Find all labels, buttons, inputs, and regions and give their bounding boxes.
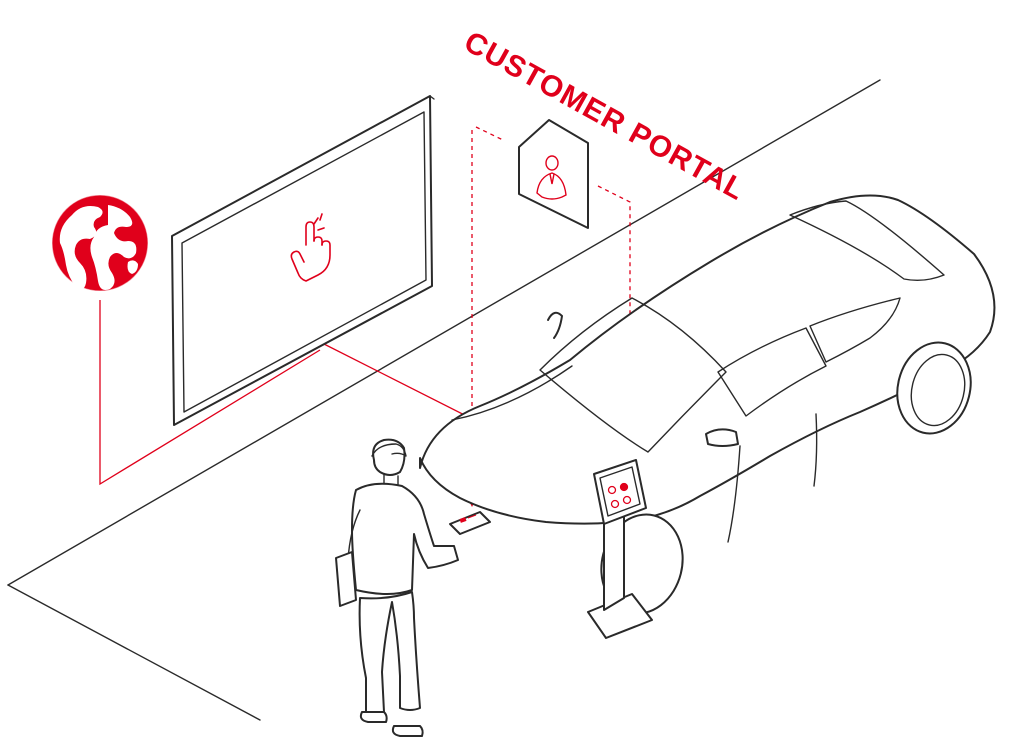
smartphone-icon — [449, 511, 491, 535]
user-icon — [536, 155, 567, 200]
touch-hand-icon — [290, 213, 331, 282]
person — [335, 438, 491, 737]
portal-badge — [518, 119, 589, 229]
kiosk-terminal-icon — [587, 459, 653, 639]
wall-display-screen — [171, 95, 435, 426]
globe-icon — [51, 194, 149, 292]
globe-connector — [99, 300, 321, 486]
portal-kiosk-connector — [597, 185, 631, 455]
portal-phone-connector — [475, 126, 504, 141]
portal-title: CUSTOMER PORTAL — [459, 25, 751, 207]
floor-lines — [7, 79, 881, 721]
car — [419, 194, 996, 615]
